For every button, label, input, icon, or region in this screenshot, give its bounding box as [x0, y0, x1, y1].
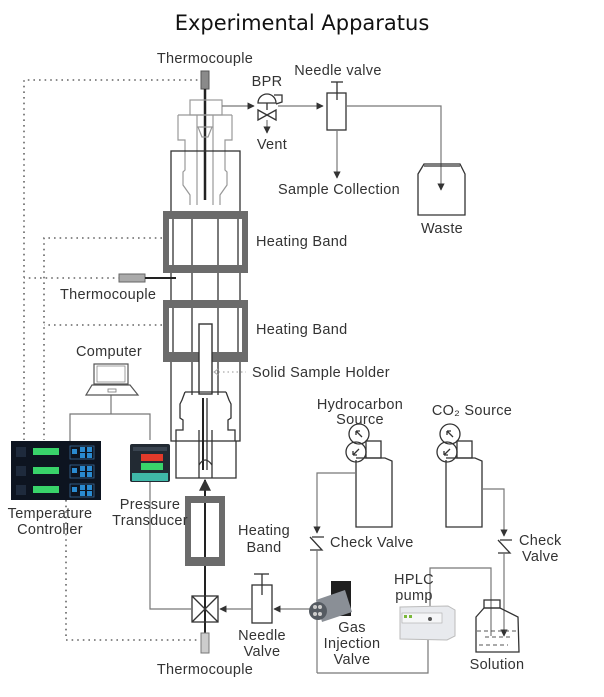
label-hydrocarbon-source-line1: Hydrocarbon: [317, 397, 403, 413]
transducer-icon: [130, 444, 170, 482]
controller-panel-icon: [11, 441, 101, 500]
gas-cylinder-icon: [345, 423, 393, 528]
label-check-valve-1: Check Valve: [330, 535, 414, 551]
label-thermocouple-mid: Thermocouple: [60, 287, 156, 303]
label-thermocouple-bottom: Thermocouple: [157, 662, 253, 678]
label-gas-injection-valve-line2: Injection: [324, 636, 381, 652]
label-co2-source: CO₂ Source: [432, 403, 512, 419]
label-heating-band-2: Heating Band: [256, 322, 347, 338]
label-waste: Waste: [421, 221, 463, 237]
label-thermocouple-top: Thermocouple: [157, 51, 253, 67]
label-solid-sample-holder: Solid Sample Holder: [252, 365, 390, 381]
label-sample-collection: Sample Collection: [278, 182, 400, 198]
laptop-icon: [84, 363, 140, 396]
label-temperature-controller-line2: Controller: [17, 522, 83, 538]
label-gas-injection-valve-line1: Gas: [338, 620, 366, 636]
label-check-valve-2-line2: Valve: [522, 549, 559, 565]
needle-valve-bottom: [251, 573, 273, 624]
label-heating-band-3-line2: Band: [246, 540, 281, 556]
bpr-valve: [257, 93, 283, 134]
label-vent: Vent: [257, 137, 287, 153]
label-solution: Solution: [470, 657, 525, 673]
label-needle-valve-bottom-line1: Needle: [238, 628, 286, 644]
reactor-bottom-fitting: [175, 391, 237, 479]
label-heating-band-3-line1: Heating: [238, 523, 290, 539]
thermocouple-top: [200, 70, 210, 200]
needle-valve-top: [326, 81, 347, 179]
heating-band-1: [163, 211, 248, 273]
label-needle-valve-top: Needle valve: [294, 63, 381, 79]
label-heating-band-1: Heating Band: [256, 234, 347, 250]
label-hplc-pump-line1: HPLC: [394, 572, 434, 588]
thermocouple-bottom: [200, 632, 210, 654]
solution-bottle: [475, 599, 520, 653]
label-hplc-pump-line2: pump: [395, 588, 432, 604]
label-temperature-controller-line1: Temperature: [8, 506, 93, 522]
label-check-valve-2-line1: Check: [519, 533, 562, 549]
label-bpr: BPR: [252, 74, 283, 90]
label-needle-valve-bottom-line2: Valve: [244, 644, 281, 660]
waste-container: [417, 163, 466, 216]
diagram-title: Experimental Apparatus: [175, 11, 430, 35]
label-pressure-transducer-line1: Pressure: [120, 497, 180, 513]
reactor-top-fitting: [177, 99, 233, 205]
label-computer: Computer: [76, 344, 142, 360]
check-valve-icon: [497, 539, 512, 554]
pump-icon: [399, 605, 456, 641]
control-wiring: [23, 79, 203, 641]
check-valve-icon: [309, 536, 324, 551]
solid-sample-holder: [198, 323, 246, 395]
label-hydrocarbon-source-line2: Source: [336, 412, 384, 428]
gas-cylinder-icon: [436, 423, 483, 528]
label-pressure-transducer-line2: Transducer: [112, 513, 188, 529]
heating-band-3: [185, 496, 225, 566]
thermocouple-mid: [118, 273, 176, 283]
injection-valve-icon: [309, 581, 352, 622]
label-gas-injection-valve-line3: Valve: [334, 652, 371, 668]
